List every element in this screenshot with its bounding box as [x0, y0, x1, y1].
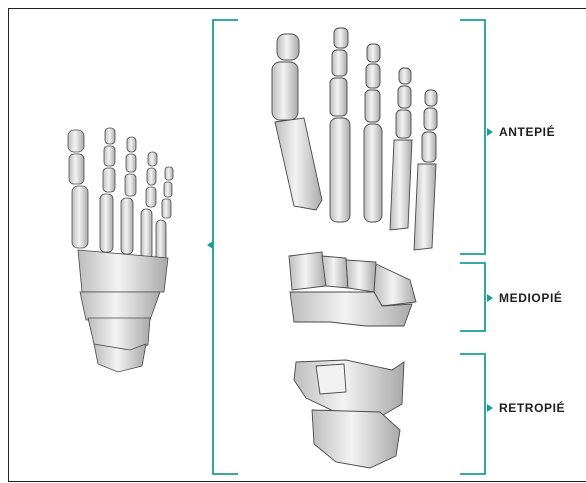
midfoot-bones	[289, 252, 416, 326]
antepie-arrow	[487, 128, 493, 136]
antepie-label: ANTEPIÉ	[499, 125, 555, 139]
main-bracket-arrow	[207, 241, 213, 249]
hindfoot-bones	[294, 360, 404, 468]
retropie-label: RETROPIÉ	[499, 401, 565, 415]
antepie-bracket	[460, 20, 485, 254]
retropie-bracket	[460, 354, 485, 474]
retropie-arrow	[487, 404, 493, 412]
mediopie-arrow	[487, 294, 493, 302]
mediopie-label: MEDIOPIÉ	[499, 291, 562, 305]
whole-foot-skeleton	[68, 128, 173, 372]
main-bracket	[213, 20, 238, 474]
forefoot-bones	[272, 28, 437, 250]
mediopie-bracket	[460, 263, 485, 331]
